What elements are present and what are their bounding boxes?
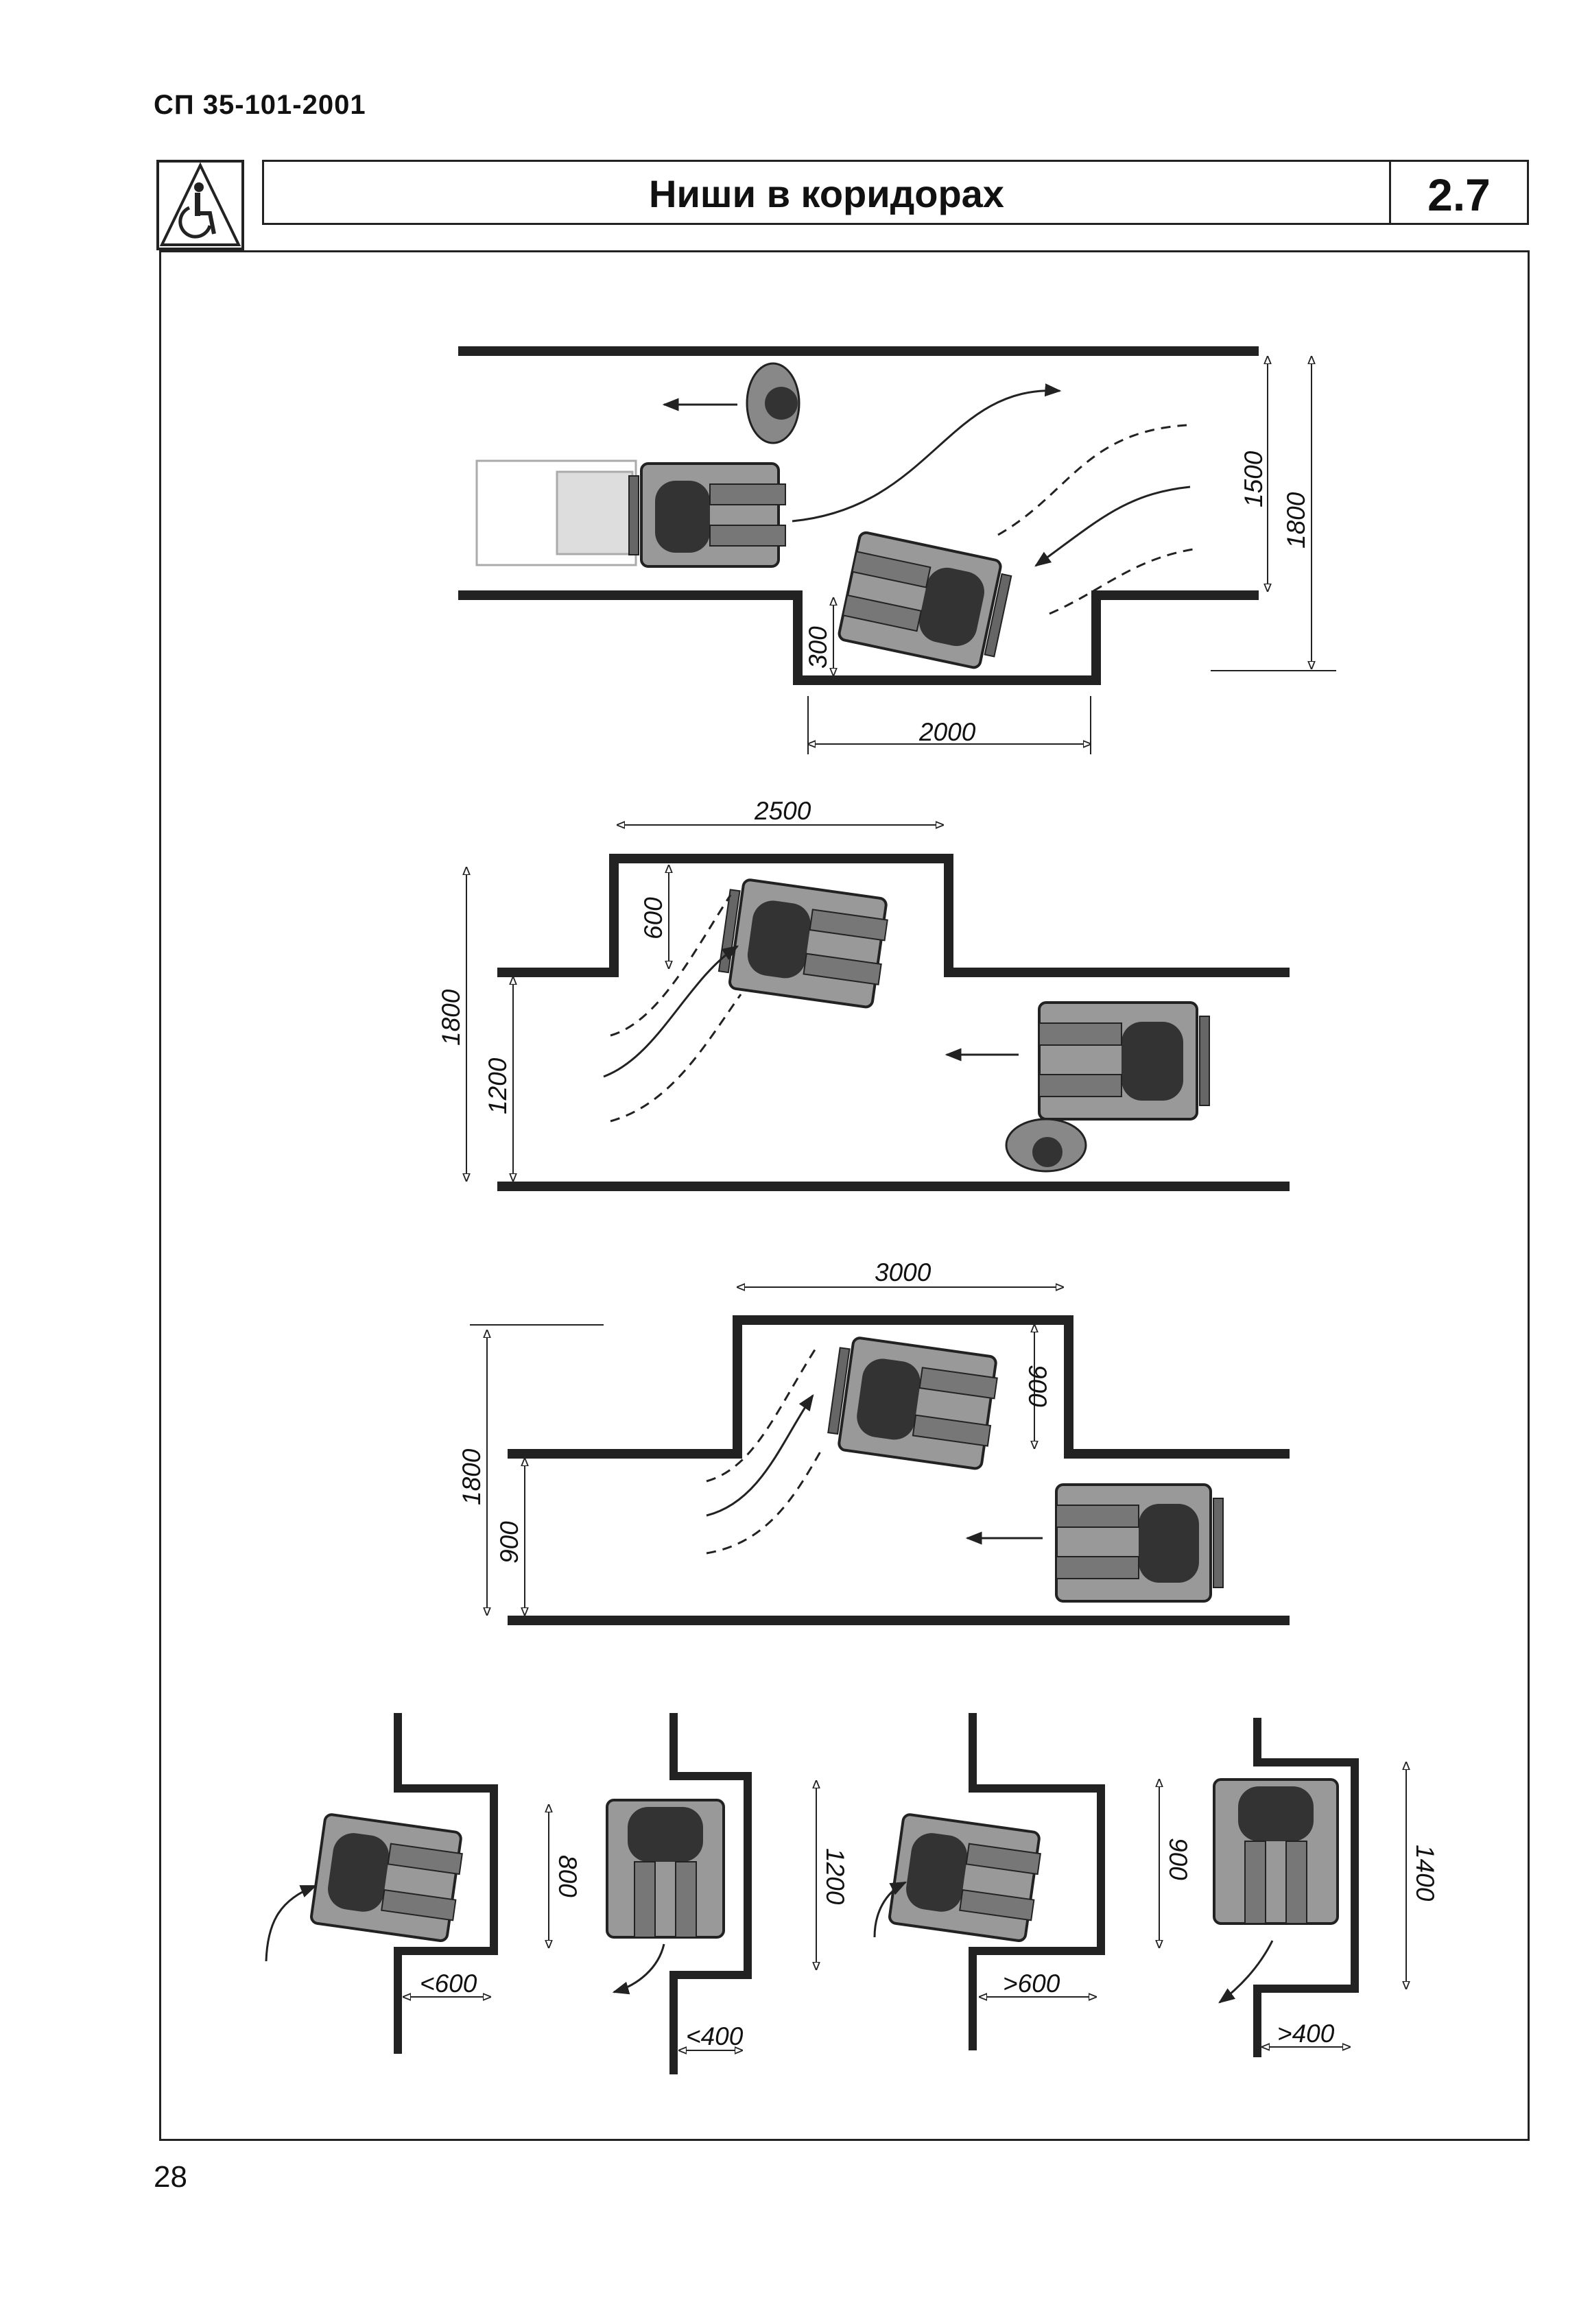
dim-corridor: 1200 — [484, 1057, 512, 1114]
dim-opening: <400 — [686, 2022, 744, 2050]
corridor-wall-with-niche — [458, 590, 1259, 685]
wheelchair-user — [1038, 1001, 1210, 1121]
dim-opening: >400 — [1277, 2020, 1335, 2048]
title-divider — [1389, 162, 1391, 223]
diagram-small-niches: 800 <600 1200 <400 — [265, 1713, 1439, 2074]
section-number: 2.7 — [1427, 169, 1491, 220]
dim-width: 3000 — [875, 1258, 932, 1286]
niche-800: 800 <600 — [265, 1713, 582, 2054]
niche-1200: 1200 <400 — [606, 1713, 849, 2074]
wheelchair-user — [628, 462, 786, 568]
path-arrow — [706, 1394, 814, 1517]
dim-width: 2000 — [918, 718, 976, 746]
corridor-wall-with-niche — [508, 1315, 1290, 1459]
diagram-niche-2000: 2000 300 1500 1800 — [458, 346, 1336, 754]
niche-1400: 1400 >400 — [1213, 1718, 1439, 2057]
dim-corridor: 900 — [495, 1521, 523, 1564]
wheelchair-accessibility-icon — [159, 162, 241, 246]
page-title: Ниши в коридорах — [649, 172, 1004, 215]
drawing-frame — [159, 250, 1530, 2141]
wheelchair-user — [838, 531, 1012, 669]
dim-opening: >600 — [1003, 1969, 1060, 1998]
dim-length: 800 — [554, 1855, 582, 1897]
wheelchair-user — [1055, 1483, 1224, 1603]
wheelchair-user — [717, 878, 888, 1009]
page-number: 28 — [154, 2160, 187, 2194]
corridor-wall-with-niche — [497, 854, 1290, 977]
dim-width: 2500 — [754, 797, 811, 825]
dim-depth: 600 — [639, 897, 667, 939]
dim-total: 1800 — [1282, 492, 1310, 549]
path-arrow — [603, 945, 739, 1078]
dim-length: 1200 — [821, 1848, 849, 1905]
dim-depth: 300 — [804, 626, 832, 669]
accessibility-badge — [156, 160, 244, 250]
dim-length: 1400 — [1411, 1845, 1439, 1902]
stroller-outline — [475, 459, 637, 566]
dim-opening: <600 — [420, 1969, 477, 1998]
dim-total: 1800 — [437, 989, 465, 1046]
path-arrow — [792, 383, 1062, 523]
wheelchair-user — [827, 1337, 998, 1470]
title-bar: Ниши в коридорах 2.7 — [262, 160, 1529, 225]
dim-length: 900 — [1164, 1838, 1192, 1880]
diagram-niche-2500: 2500 600 1200 1800 — [437, 797, 1290, 1191]
pedestrian — [1005, 1118, 1087, 1173]
dim-corridor: 1500 — [1239, 451, 1268, 507]
dim-total: 1800 — [458, 1448, 486, 1505]
pedestrian — [746, 362, 800, 444]
document-code: СП 35-101-2001 — [154, 90, 366, 120]
niche-900: 900 >600 — [873, 1713, 1192, 2050]
diagram-niche-3000: 3000 900 900 1800 — [458, 1258, 1290, 1625]
dim-depth: 900 — [1023, 1365, 1052, 1407]
